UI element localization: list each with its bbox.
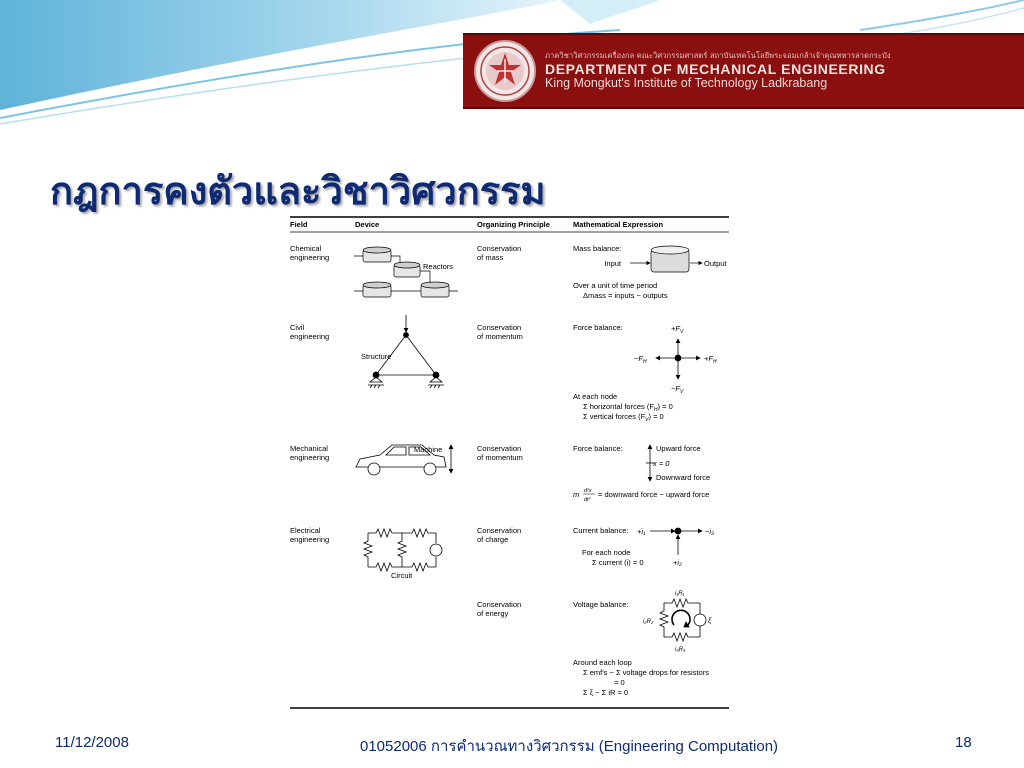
field-label: engineering (290, 535, 329, 544)
force-label: −FH (634, 354, 647, 365)
voltage-i1r1-label: i₁R₁ (675, 591, 685, 597)
department-name: DEPARTMENT OF MECHANICAL ENGINEERING (545, 60, 886, 77)
principle-label: Conservation (477, 526, 521, 535)
expression-note: = 0 (614, 678, 625, 687)
column-header-field: Field (290, 220, 308, 229)
expression-heading: Force balance: (573, 323, 623, 332)
device-label: Structure (361, 352, 391, 361)
device-label: Circuit (391, 571, 413, 580)
expression-heading: Current balance: (573, 526, 628, 535)
department-thai-name: ภาควิชาวิศวกรรมเครื่องกล คณะวิศวกรรมศาสต… (545, 50, 891, 60)
field-label: Chemical (290, 244, 322, 253)
principle-label: of energy (477, 609, 509, 618)
truss-structure-illustration (368, 315, 444, 389)
principle-label: Conservation (477, 600, 521, 609)
table-row: Mechanical engineering Machine Conservat… (290, 444, 710, 503)
principle-label: of charge (477, 535, 508, 544)
current-node-diagram (650, 527, 703, 555)
field-label: engineering (290, 332, 329, 341)
reactors-illustration (354, 246, 458, 298)
field-label: Civil (290, 323, 304, 332)
emf-xi-label: ξ (708, 616, 712, 625)
force-label: +FV (671, 324, 684, 335)
column-header-expression: Mathematical Expression (573, 220, 663, 229)
equation-d2x: d²x (584, 488, 592, 494)
expression-note: Σ vertical forces (FV) = 0 (583, 412, 664, 423)
device-label: Reactors (423, 262, 453, 271)
field-label: Electrical (290, 526, 321, 535)
downward-force-label: Downward force (656, 473, 710, 482)
current-i1-label: +i₁ (637, 527, 646, 536)
output-label: Output (704, 259, 727, 268)
university-seal-icon (474, 40, 536, 102)
principle-label: Conservation (477, 244, 521, 253)
x-zero-label: x = 0 (652, 459, 670, 468)
force-balance-node (655, 338, 701, 380)
equation-dt2: dt² (584, 497, 591, 503)
principle-label: of momentum (477, 332, 523, 341)
expression-note: At each node (573, 392, 617, 401)
expression-heading: Force balance: (573, 444, 623, 453)
table-row: Conservation of energy Voltage balance: … (477, 591, 712, 697)
expression-note: Σ horizontal forces (FH) = 0 (583, 402, 673, 413)
car-machine-illustration (355, 444, 454, 476)
force-label: −FV (671, 384, 684, 395)
voltage-i3r3-label: i₃R₃ (675, 647, 686, 653)
voltage-loop-diagram (658, 597, 707, 643)
expression-note: Σ current (i) = 0 (592, 558, 644, 567)
field-label: engineering (290, 253, 329, 262)
principle-label: Conservation (477, 323, 521, 332)
equation-text: = downward force − upward force (598, 490, 709, 499)
current-i2-label: +i₂ (673, 558, 682, 567)
field-label: engineering (290, 453, 329, 462)
footer-date: 11/12/2008 (55, 734, 129, 751)
table-row: Civil engineering Structure Conservation… (290, 315, 717, 423)
slide-number: 18 (955, 734, 972, 751)
table-row: Chemical engineering Reactors Conservati… (290, 244, 727, 300)
table-row: Electrical engineering Circuit Conservat… (290, 526, 714, 580)
input-label: Input (604, 259, 622, 268)
mass-balance-tank (630, 245, 703, 273)
expression-note: For each node (582, 548, 630, 557)
conservation-laws-table: Field Device Organizing Principle Mathem… (290, 216, 729, 709)
voltage-i2r2-label: i₂R₂ (643, 619, 654, 625)
department-banner: ภาควิชาวิศวกรรมเครื่องกล คณะวิศวกรรมศาสต… (463, 33, 1024, 109)
expression-note: Σ ξ − Σ iR = 0 (583, 688, 628, 697)
current-i3-label: −i₃ (705, 527, 714, 536)
circuit-illustration (362, 527, 443, 573)
field-label: Mechanical (290, 444, 328, 453)
column-header-device: Device (355, 220, 379, 229)
principle-label: of mass (477, 253, 504, 262)
footer-course-title: 01052006 การคำนวณทางวิศวกรรม (Engineerin… (360, 738, 779, 755)
column-header-principle: Organizing Principle (477, 220, 550, 229)
equation-m: m (573, 490, 579, 499)
expression-note: Around each loop (573, 658, 632, 667)
expression-heading: Mass balance: (573, 244, 621, 253)
principle-label: of momentum (477, 453, 523, 462)
institute-name: King Mongkut's Institute of Technology L… (545, 76, 828, 91)
slide-title: กฎการคงตัวและวิชาวิศวกรรม (50, 169, 546, 213)
expression-heading: Voltage balance: (573, 600, 628, 609)
expression-note: Over a unit of time period (573, 281, 657, 290)
upward-force-label: Upward force (656, 444, 701, 453)
expression-note: Σ emf's − Σ voltage drops for resistors (583, 668, 709, 677)
force-label: +FH (704, 354, 717, 365)
vertical-force-diagram (646, 444, 654, 482)
device-label: Machine (414, 445, 442, 454)
expression-note: Δmass = inputs − outputs (583, 291, 668, 300)
principle-label: Conservation (477, 444, 521, 453)
